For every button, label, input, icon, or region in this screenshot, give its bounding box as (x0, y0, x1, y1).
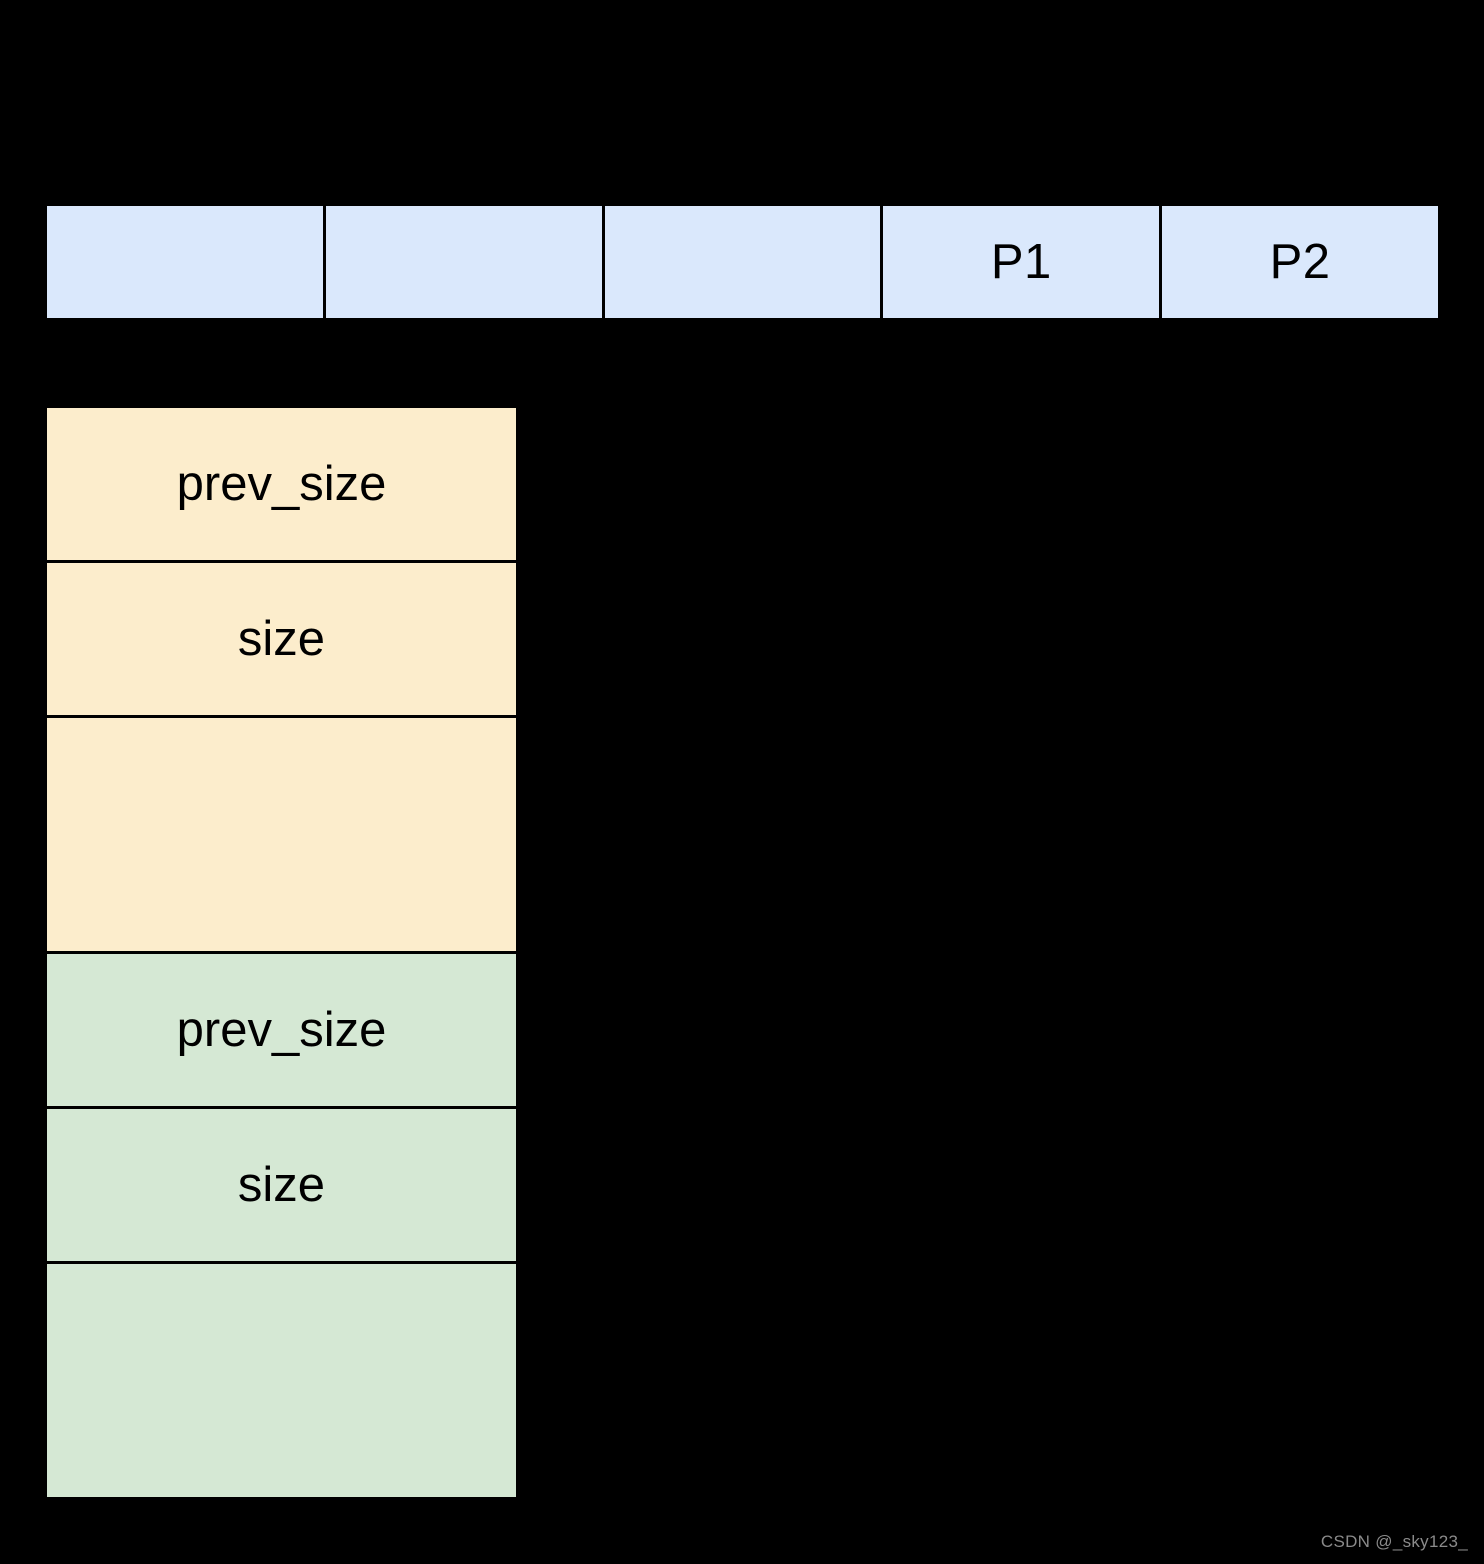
chunk-a-size-cell: size (44, 560, 519, 718)
watermark-label: CSDN @_sky123_ (1320, 1532, 1468, 1551)
pointer-cell-1 (44, 203, 326, 321)
pointer-array-row: P1 P2 (44, 203, 1441, 321)
pointer-cell-p1: P1 (880, 203, 1163, 321)
pointer-cell-p2: P2 (1159, 203, 1441, 321)
chunk-a-prev-size-cell: prev_size (44, 405, 519, 563)
chunk-b-body-cell (44, 1261, 519, 1500)
pointer-cell-2 (322, 203, 605, 321)
heap-chunk-column: prev_size size prev_size size (44, 405, 519, 1500)
chunk-b-size-cell: size (44, 1106, 519, 1264)
chunk-a-body-cell (44, 715, 519, 954)
pointer-cell-3 (601, 203, 884, 321)
chunk-b-prev-size-cell: prev_size (44, 951, 519, 1109)
